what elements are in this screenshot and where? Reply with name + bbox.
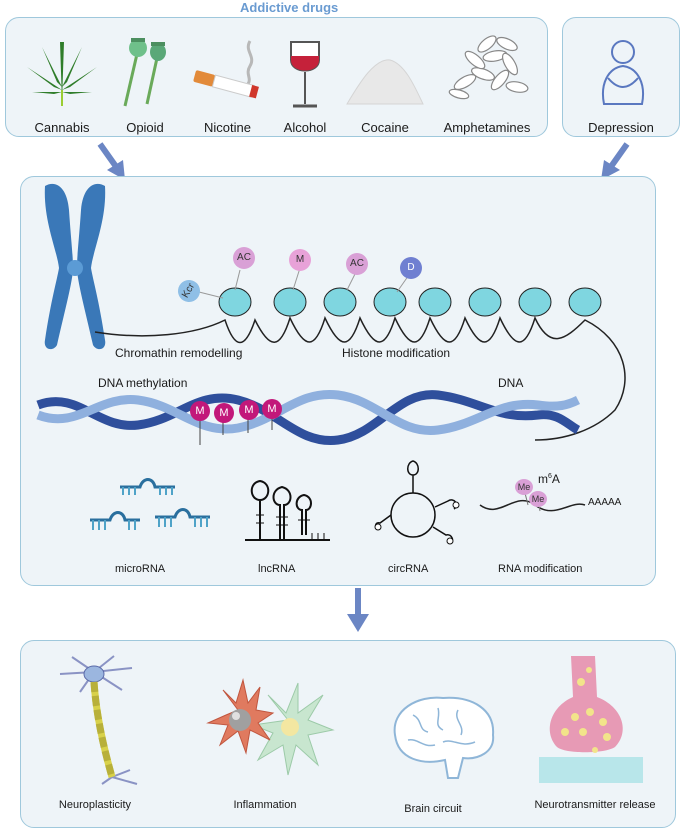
histone-mark-ac-1: AC [233, 247, 255, 269]
epigenetics-panel [20, 176, 656, 586]
chromatin-remodelling-label: Chromathin remodelling [115, 346, 243, 360]
microrna-label: microRNA [115, 563, 166, 575]
arrow-drugs-to-epigenetics [97, 142, 125, 180]
dna-methylation-label: DNA methylation [98, 376, 188, 390]
drug-label-nicotine: Nicotine [204, 120, 251, 135]
neuroplasticity-label: Neuroplasticity [58, 799, 132, 811]
drug-label-cannabis: Cannabis [34, 120, 90, 135]
methyl-mark-4: M [262, 399, 282, 419]
inflammation-label: Inflammation [233, 799, 297, 811]
m6a-label: m6A [538, 472, 560, 486]
neurotransmitter-release-label: Neurotransmitter release [534, 799, 656, 811]
drug-label-cocaine: Cocaine [361, 120, 409, 135]
rna-me-mark-2: Me [529, 491, 547, 507]
neuron-icon [59, 655, 138, 785]
depression-panel [562, 17, 680, 137]
powder-pile-icon [346, 59, 424, 105]
lncrna-icon [245, 479, 330, 541]
wine-glass-icon [290, 41, 320, 108]
circrna-label: circRNA [388, 563, 429, 575]
dna-label: DNA [498, 376, 524, 390]
rna-modification-label: RNA modification [498, 563, 583, 575]
drug-label-alcohol: Alcohol [283, 120, 327, 135]
brain-circuit-label: Brain circuit [404, 803, 462, 815]
addictive-drugs-title: Addictive drugs [240, 0, 339, 15]
depression-label: Depression [588, 120, 654, 135]
dna-helix [36, 389, 581, 445]
methyl-mark-3: M [239, 400, 259, 420]
pills-icon [448, 35, 529, 100]
histone-modification-label: Histone modification [342, 346, 451, 360]
histone-mark-ac-2: AC [346, 253, 368, 275]
methyl-mark-2: M [214, 403, 234, 423]
sad-person-icon [602, 40, 644, 105]
histone-mark-d: D [400, 257, 422, 279]
cannabis-leaf-icon [27, 42, 97, 106]
poppy-icon [123, 38, 166, 107]
lncrna-label: lncRNA [258, 563, 296, 575]
brain-icon [393, 696, 495, 779]
drug-label-amphetamines: Amphetamines [443, 120, 531, 135]
arrow-epigenetics-to-outcomes [347, 588, 369, 632]
methyl-mark-1: M [190, 401, 210, 421]
arrow-depression-to-epigenetics [601, 142, 630, 180]
outcomes-panel [20, 640, 676, 828]
histone-mark-m: M [289, 249, 311, 271]
addictive-drugs-panel [5, 17, 548, 137]
immune-cells-icon [206, 678, 335, 776]
polya-label: AAAAA [588, 497, 622, 508]
microrna-icon [90, 478, 210, 530]
circrna-icon [374, 460, 460, 545]
chromosome-icon [44, 183, 106, 350]
rna-me-mark-1: Me [515, 479, 533, 495]
chromatin-fiber [94, 267, 626, 441]
synapse-icon [539, 656, 643, 783]
drug-label-opioid: Opioid [126, 120, 164, 135]
cigarette-icon [193, 40, 259, 99]
